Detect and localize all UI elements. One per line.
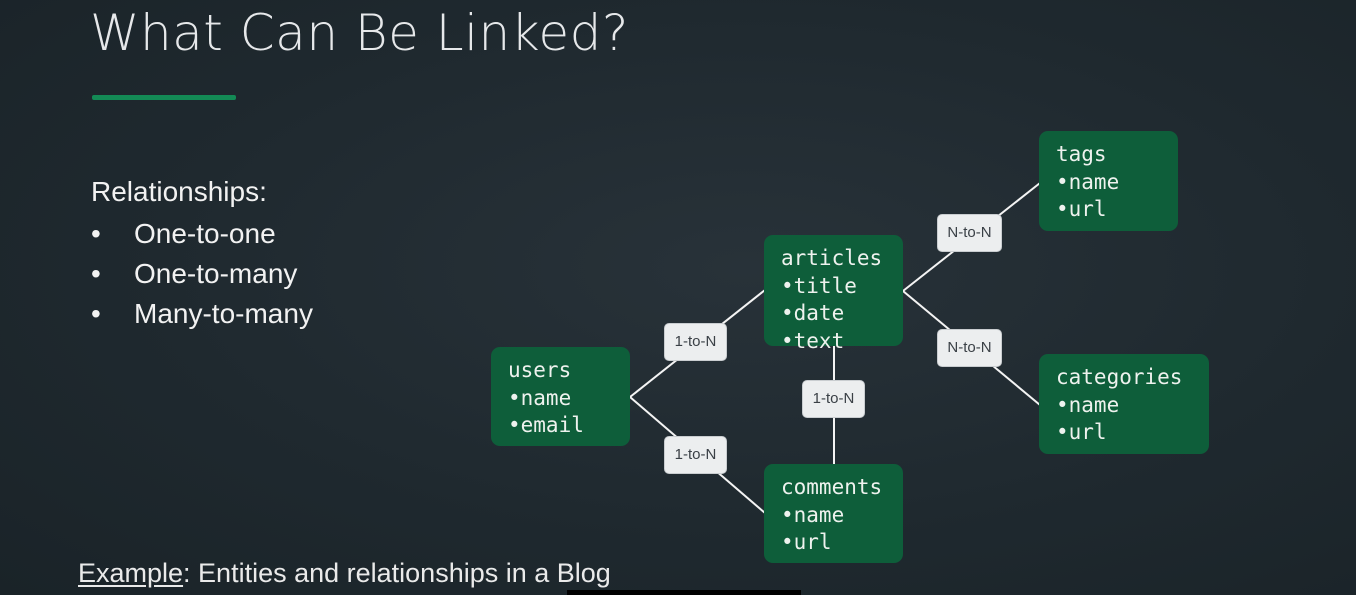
example-caption: Example: Entities and relationships in a… — [78, 558, 611, 589]
entity-field: •name — [1056, 169, 1120, 194]
bullet-icon: • — [91, 218, 101, 249]
entity-field: •title — [781, 273, 857, 298]
entity-field: •name — [508, 385, 572, 410]
entity-articles-name: articles — [781, 246, 883, 270]
entity-comments: comments •name •url — [764, 464, 903, 563]
entity-field: •url — [1056, 420, 1107, 444]
entity-field: •url — [1056, 197, 1107, 221]
relation-badge-users-articles: 1-to-N — [665, 324, 726, 360]
entity-tags: tags •name •url — [1039, 131, 1178, 231]
example-label: Example — [78, 558, 184, 588]
entity-field: •date — [781, 301, 845, 325]
entity-field: •text — [781, 328, 845, 353]
bullet-icon: • — [91, 258, 101, 289]
relation-badge-users-comments: 1-to-N — [665, 437, 726, 473]
relation-badge-articles-categories: N-to-N — [938, 330, 1001, 366]
entity-field: •name — [1056, 392, 1120, 417]
entity-categories-name: categories — [1056, 365, 1183, 389]
entity-field: •url — [781, 530, 832, 554]
relation-badge-articles-tags: N-to-N — [938, 215, 1001, 251]
title-underline — [92, 95, 236, 100]
relation-badge-articles-comments: 1-to-N — [803, 381, 864, 417]
example-text: : Entities and relationships in a Blog — [183, 558, 611, 588]
relationships-heading: Relationships: — [91, 176, 267, 207]
bullet-icon: • — [91, 298, 101, 329]
entity-categories: categories •name •url — [1039, 354, 1209, 454]
entity-articles: articles •title •date •text — [764, 235, 903, 353]
entity-comments-name: comments — [781, 475, 883, 499]
entity-tags-name: tags — [1056, 142, 1107, 166]
entity-field: •email — [508, 413, 584, 437]
slide-title: What Can Be Linked? — [90, 4, 629, 62]
entity-users: users •name •email — [491, 347, 630, 446]
caption-bar — [567, 590, 801, 595]
entity-users-name: users — [508, 358, 572, 382]
entity-field: •name — [781, 502, 845, 527]
